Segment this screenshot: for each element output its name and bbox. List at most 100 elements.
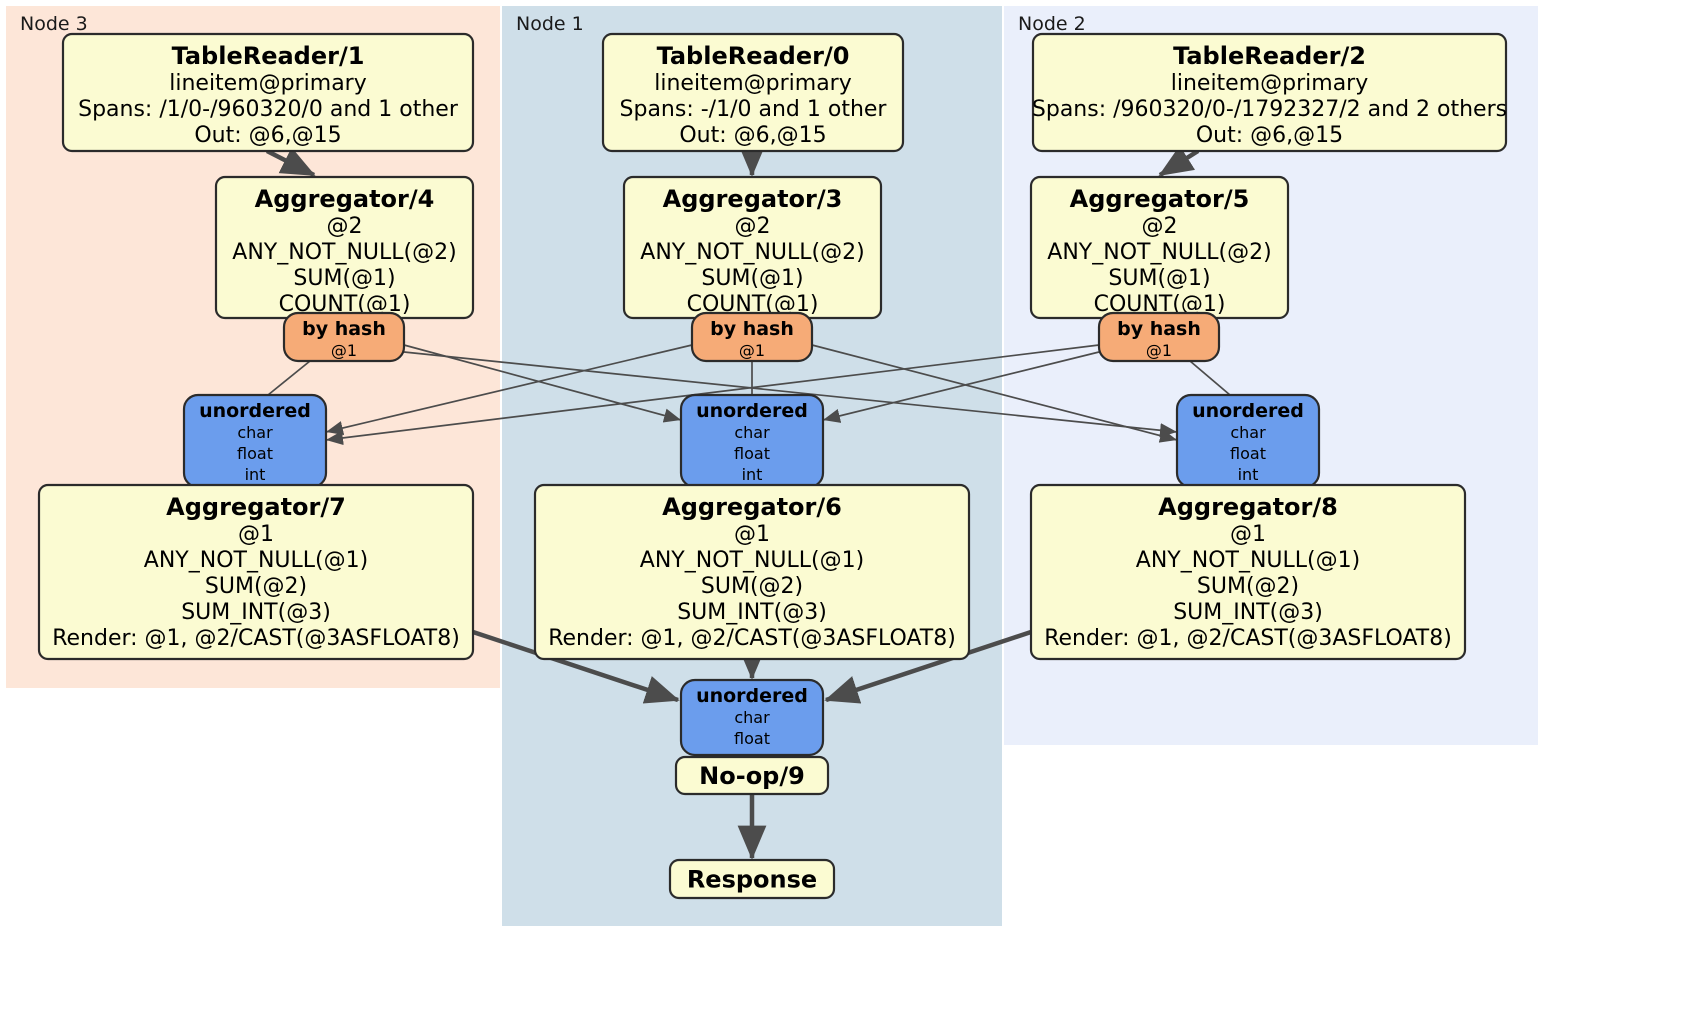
box-line: Render: @1, @2/CAST(@3ASFLOAT8) — [548, 626, 956, 651]
box-line: @1 — [1230, 522, 1266, 547]
box-aggregator-5[interactable]: Aggregator/5@2ANY_NOT_NULL(@2)SUM(@1)COU… — [1029, 175, 1290, 320]
box-title: Aggregator/7 — [166, 493, 346, 521]
box-line: float — [734, 729, 770, 748]
box-line: Render: @1, @2/CAST(@3ASFLOAT8) — [52, 626, 460, 651]
box-line: @2 — [735, 214, 771, 239]
box-response[interactable]: Response — [668, 858, 836, 900]
box-title: TableReader/2 — [1173, 42, 1366, 70]
box-line: @1 — [739, 341, 765, 360]
box-noop-9[interactable]: No-op/9 — [674, 755, 830, 796]
box-title: Aggregator/3 — [663, 185, 843, 213]
box-line: int — [742, 465, 763, 484]
box-line: Out: @6,@15 — [194, 123, 341, 148]
box-router-hash-center[interactable]: by hash@1 — [690, 311, 814, 363]
box-outline — [690, 311, 814, 363]
box-outline — [668, 858, 836, 900]
box-line: ANY_NOT_NULL(@2) — [232, 240, 456, 265]
box-line: Spans: /960320/0-/1792327/2 and 2 others — [1032, 97, 1507, 122]
edge-router-hash-center-to-receiver-left — [325, 344, 693, 436]
box-outline — [37, 483, 475, 661]
box-outline — [1029, 483, 1467, 661]
box-title: Aggregator/4 — [255, 185, 435, 213]
box-line: @1 — [331, 341, 357, 360]
box-line: int — [245, 465, 266, 484]
box-router-hash-left[interactable]: by hash@1 — [282, 311, 406, 363]
box-title: unordered — [199, 400, 311, 422]
box-title: unordered — [696, 685, 808, 707]
node-panel-label: Node 3 — [20, 13, 88, 35]
box-line: lineitem@primary — [654, 71, 852, 96]
box-title: Aggregator/8 — [1158, 493, 1338, 521]
box-line: lineitem@primary — [169, 71, 367, 96]
box-aggregator-6[interactable]: Aggregator/6@1ANY_NOT_NULL(@1)SUM(@2)SUM… — [533, 483, 971, 661]
box-line: SUM(@2) — [701, 574, 803, 599]
box-title: by hash — [1117, 318, 1201, 340]
box-line: SUM(@1) — [701, 266, 803, 291]
box-title: No-op/9 — [699, 762, 805, 790]
box-title: Aggregator/5 — [1070, 185, 1250, 213]
node-panel-label: Node 1 — [516, 13, 584, 35]
box-line: SUM(@2) — [1197, 574, 1299, 599]
box-line: SUM_INT(@3) — [1173, 600, 1323, 625]
edge-router-hash-right-to-receiver-left — [325, 344, 1100, 446]
box-line: float — [237, 444, 273, 463]
box-line: lineitem@primary — [1171, 71, 1369, 96]
box-line: ANY_NOT_NULL(@2) — [640, 240, 864, 265]
box-title: TableReader/0 — [657, 42, 850, 70]
box-outline — [61, 32, 475, 153]
box-line: Spans: /1/0-/960320/0 and 1 other — [78, 97, 459, 122]
edge-router-hash-right-to-receiver-right — [1189, 360, 1231, 396]
box-line: ANY_NOT_NULL(@1) — [1136, 548, 1360, 573]
box-outline — [533, 483, 971, 661]
box-line: ANY_NOT_NULL(@1) — [144, 548, 368, 573]
box-line: SUM_INT(@3) — [677, 600, 827, 625]
edge-router-hash-left-to-receiver-right — [403, 351, 1178, 438]
edge-router-hash-center-to-receiver-right — [811, 344, 1178, 443]
box-outline — [679, 678, 825, 757]
edge-layer — [265, 142, 1231, 860]
box-outline — [1097, 311, 1221, 363]
box-title: Response — [687, 865, 817, 893]
box-aggregator-3[interactable]: Aggregator/3@2ANY_NOT_NULL(@2)SUM(@1)COU… — [622, 175, 883, 320]
box-line: ANY_NOT_NULL(@2) — [1047, 240, 1271, 265]
box-line: @2 — [1142, 214, 1178, 239]
box-line: @1 — [238, 522, 274, 547]
box-line: SUM(@1) — [293, 266, 395, 291]
box-router-hash-right[interactable]: by hash@1 — [1097, 311, 1221, 363]
box-aggregator-7[interactable]: Aggregator/7@1ANY_NOT_NULL(@1)SUM(@2)SUM… — [37, 483, 475, 661]
box-line: ANY_NOT_NULL(@1) — [640, 548, 864, 573]
box-outline — [601, 32, 905, 153]
box-line: Out: @6,@15 — [1196, 123, 1343, 148]
box-line: Spans: -/1/0 and 1 other — [620, 97, 888, 122]
box-title: Aggregator/6 — [662, 493, 842, 521]
box-outline — [282, 311, 406, 363]
box-line: char — [734, 423, 770, 442]
box-line: int — [1238, 465, 1259, 484]
box-line: @1 — [1146, 341, 1172, 360]
box-line: SUM_INT(@3) — [181, 600, 331, 625]
box-line: SUM(@1) — [1108, 266, 1210, 291]
box-line: SUM(@2) — [205, 574, 307, 599]
edge-aggregator-8-to-receiver-final — [824, 629, 1032, 704]
box-aggregator-4[interactable]: Aggregator/4@2ANY_NOT_NULL(@2)SUM(@1)COU… — [214, 175, 475, 320]
box-line: @1 — [734, 522, 770, 547]
box-line: char — [1230, 423, 1266, 442]
box-title: TableReader/1 — [172, 42, 365, 70]
box-line: Out: @6,@15 — [679, 123, 826, 148]
edge-router-hash-left-to-receiver-left — [267, 360, 311, 396]
edge-tablereader-2-to-aggregator-5 — [1158, 145, 1200, 177]
box-aggregator-8[interactable]: Aggregator/8@1ANY_NOT_NULL(@1)SUM(@2)SUM… — [1029, 483, 1467, 661]
box-title: unordered — [696, 400, 808, 422]
box-title: by hash — [302, 318, 386, 340]
edge-aggregator-7-to-receiver-final — [472, 629, 680, 704]
box-line: float — [734, 444, 770, 463]
